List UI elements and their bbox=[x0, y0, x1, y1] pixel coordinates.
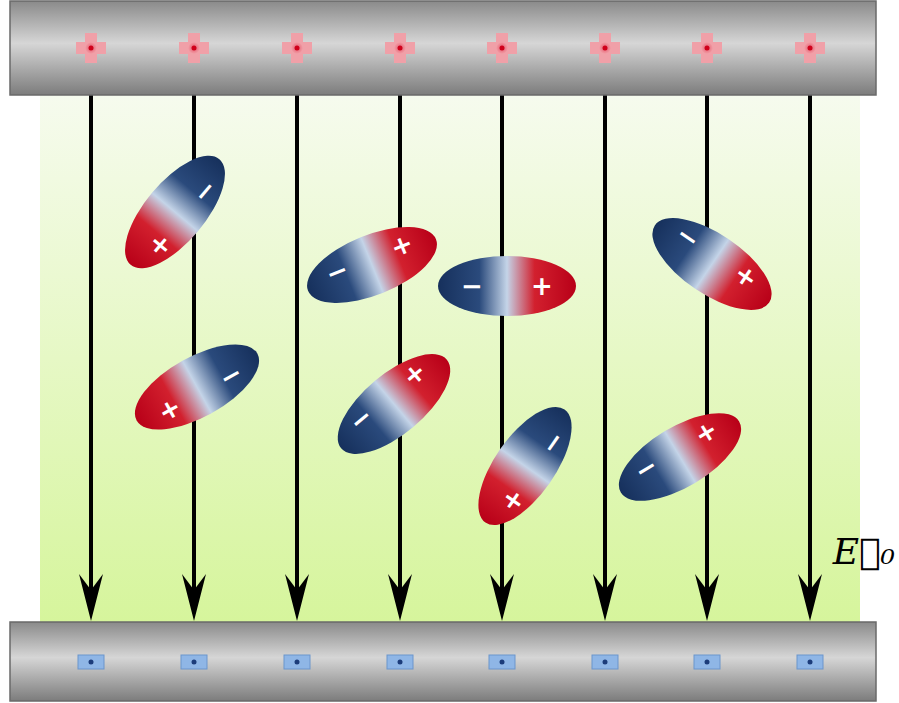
positive-charge-symbol bbox=[795, 33, 825, 63]
plate-charges bbox=[76, 33, 825, 669]
dipole-ellipse bbox=[295, 210, 448, 320]
positive-charge-symbol bbox=[76, 33, 106, 63]
negative-charge-symbol bbox=[181, 655, 207, 669]
field-line bbox=[295, 95, 299, 600]
dipole: −+ bbox=[106, 138, 243, 285]
field-arrowhead bbox=[388, 574, 412, 621]
field-arrowhead bbox=[593, 574, 617, 621]
field-line bbox=[398, 95, 402, 600]
positive-charge-symbol bbox=[692, 33, 722, 63]
positive-charge-symbol bbox=[282, 33, 312, 63]
positive-charge-symbol bbox=[179, 33, 209, 63]
dipole-ellipse bbox=[121, 326, 274, 448]
field-line bbox=[603, 95, 607, 600]
field-arrowhead bbox=[490, 574, 514, 621]
dipole-ellipse bbox=[459, 391, 590, 541]
field-line bbox=[705, 95, 709, 600]
field-line bbox=[808, 95, 812, 600]
negative-charge-symbol bbox=[387, 655, 413, 669]
negative-plate bbox=[10, 622, 876, 701]
dipole: −+ bbox=[320, 335, 467, 472]
negative-charge-symbol bbox=[489, 655, 515, 669]
dipole-ellipse bbox=[437, 255, 577, 317]
negative-charge-symbol bbox=[694, 655, 720, 669]
negative-charge-symbol bbox=[797, 655, 823, 669]
field-arrowhead bbox=[79, 574, 103, 621]
dipole: −+ bbox=[295, 210, 448, 320]
positive-charge-symbol bbox=[385, 33, 415, 63]
dipole: −+ bbox=[459, 391, 590, 541]
field-lines bbox=[79, 95, 822, 621]
charge-sign: + bbox=[522, 273, 562, 299]
dipole-ellipse bbox=[320, 335, 467, 472]
field-arrowhead bbox=[285, 574, 309, 621]
field-arrowhead bbox=[182, 574, 206, 621]
positive-plate bbox=[10, 1, 876, 95]
dipole-ellipse bbox=[604, 394, 756, 519]
field-region bbox=[40, 95, 860, 622]
field-line bbox=[89, 95, 93, 600]
field-label: E⃗₀ bbox=[833, 530, 895, 573]
dipole: −+ bbox=[121, 326, 274, 448]
negative-charge-symbol bbox=[284, 655, 310, 669]
positive-charge-symbol bbox=[487, 33, 517, 63]
dipole-ellipse bbox=[106, 138, 243, 285]
negative-charge-symbol bbox=[78, 655, 104, 669]
field-arrowhead bbox=[695, 574, 719, 621]
positive-charge-symbol bbox=[590, 33, 620, 63]
dipole-ellipse bbox=[637, 199, 788, 329]
dipole: −+ bbox=[437, 255, 577, 317]
dipole: −+ bbox=[604, 394, 756, 519]
dipole: −+ bbox=[637, 199, 788, 329]
charge-sign: − bbox=[452, 273, 492, 299]
field-arrowhead bbox=[798, 574, 822, 621]
field-line bbox=[500, 95, 504, 600]
negative-charge-symbol bbox=[592, 655, 618, 669]
